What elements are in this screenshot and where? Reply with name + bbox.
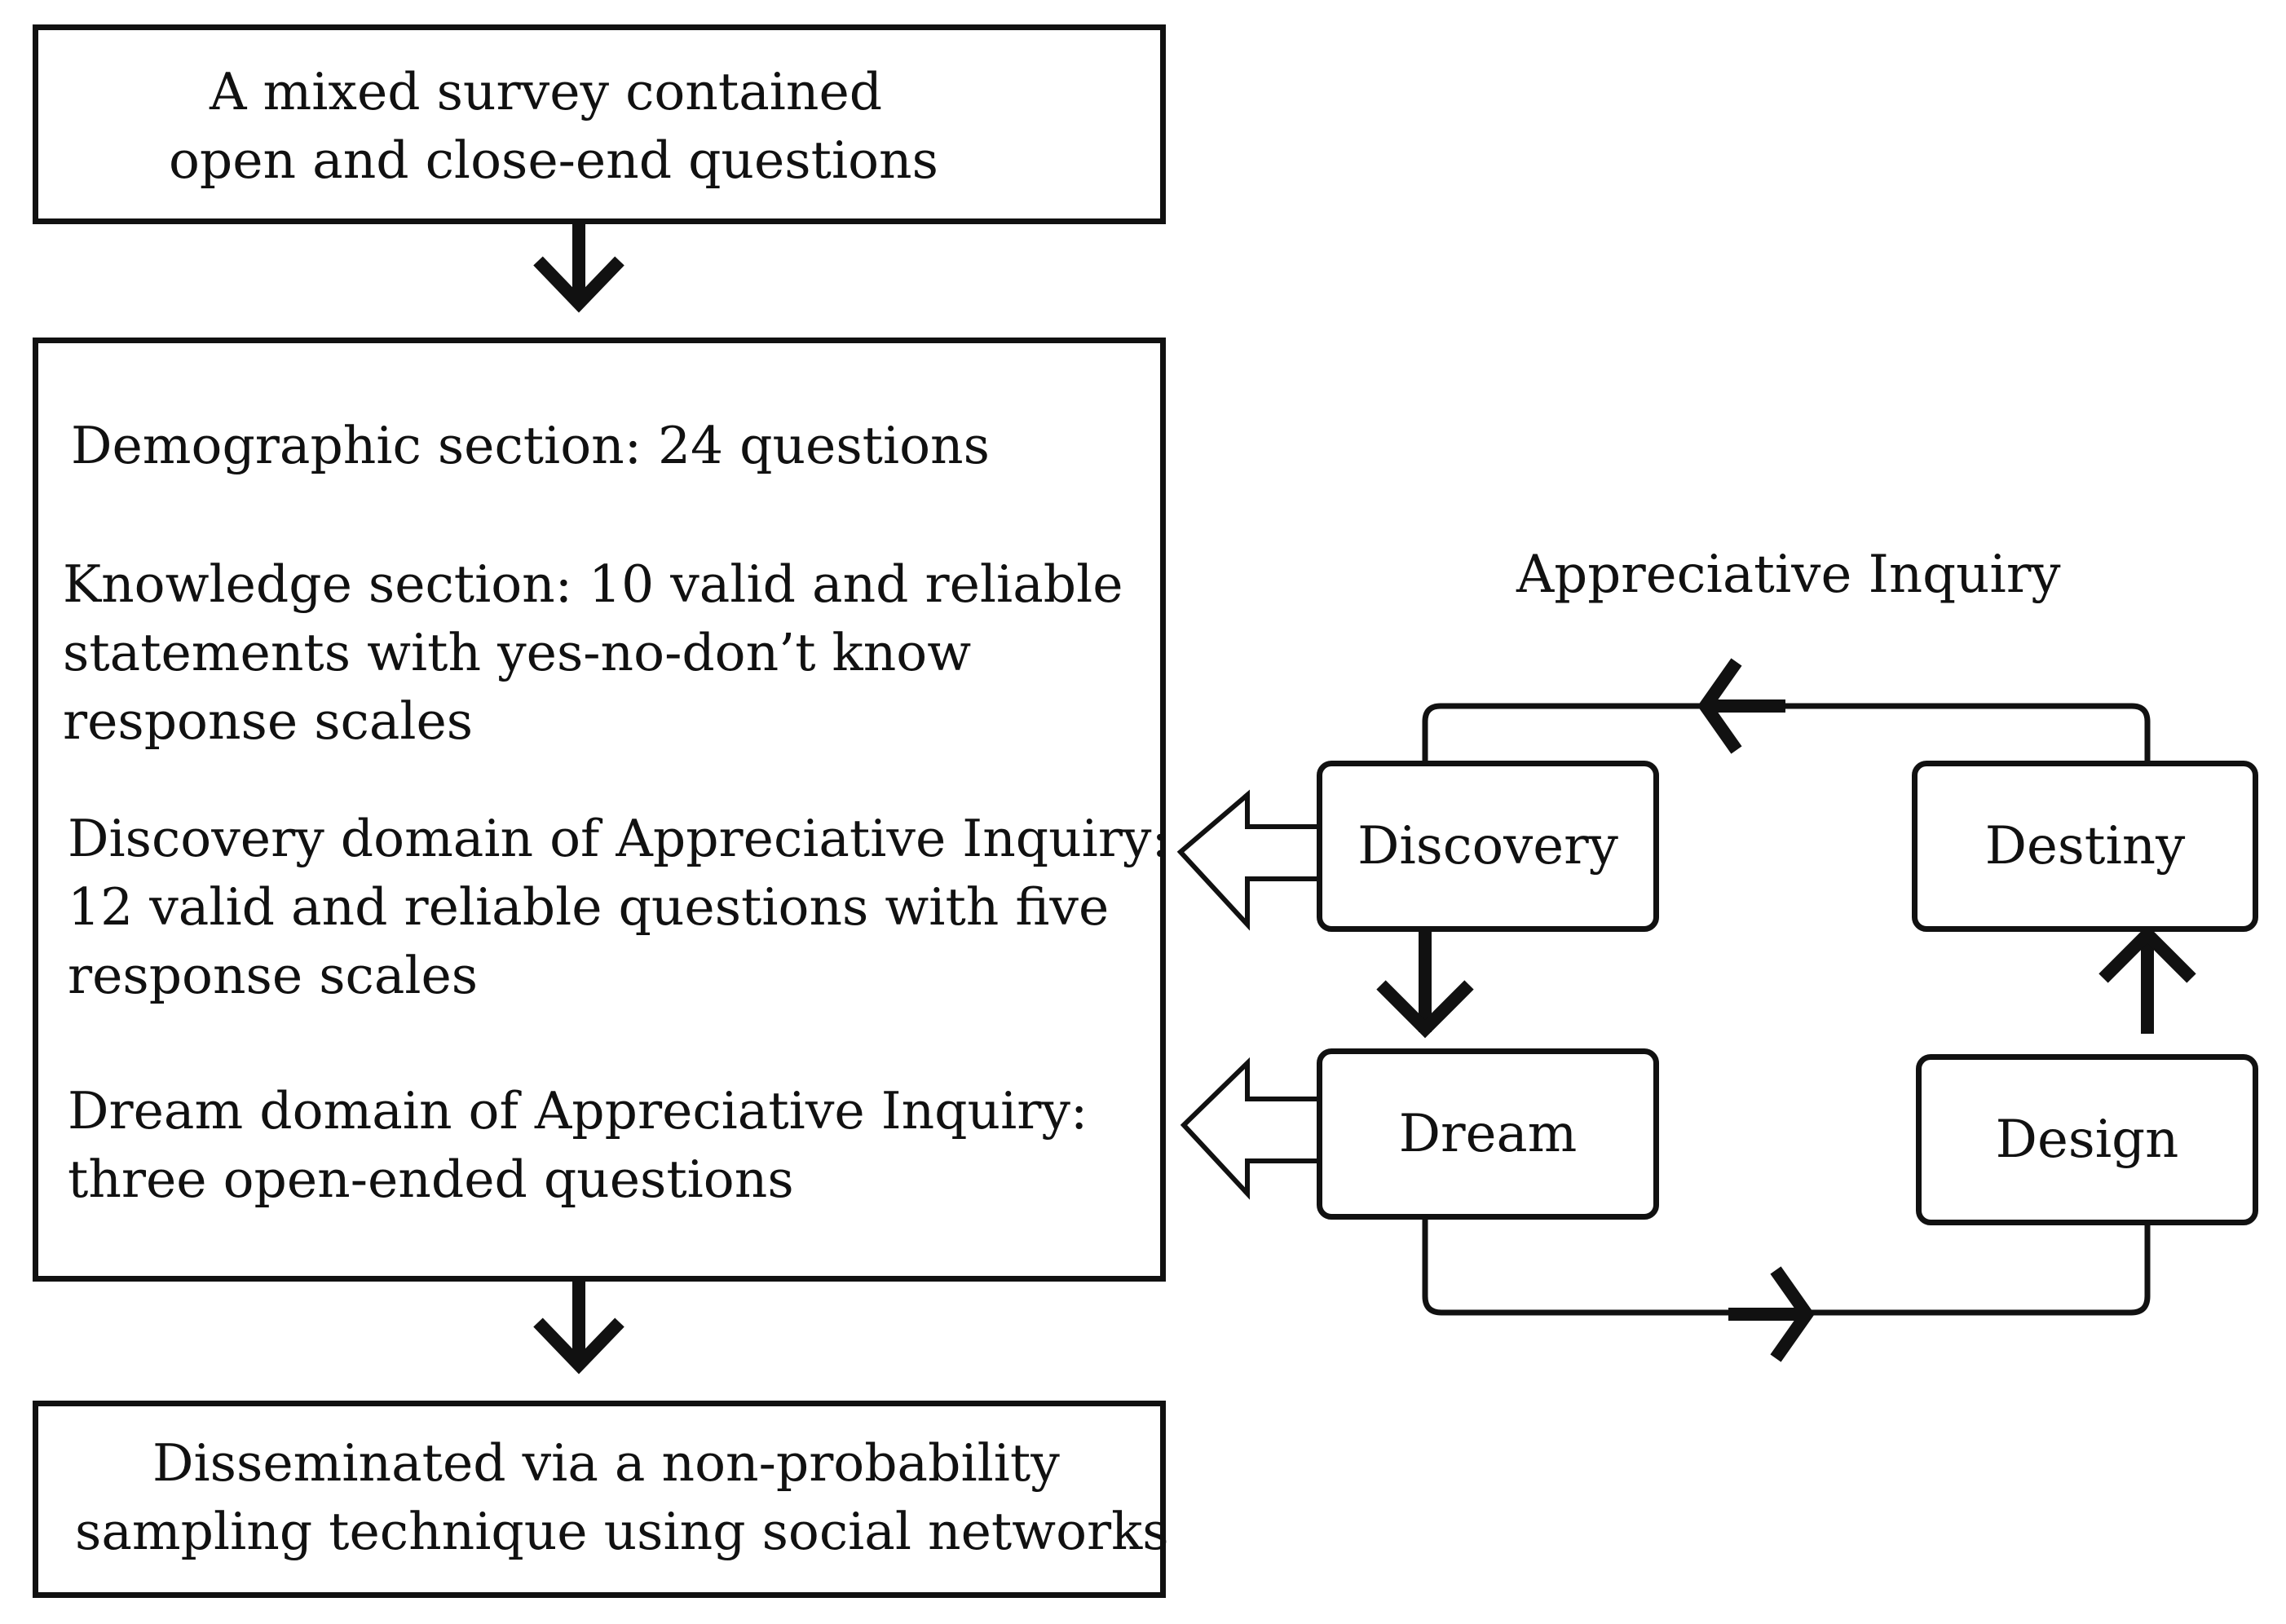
cycle-title: Appreciative Inquiry	[1516, 545, 2061, 605]
discovery-section-line-3: response scales	[68, 946, 479, 1005]
survey-bottom-line-2: sampling technique using social networks	[75, 1502, 1169, 1561]
phase-discovery-box: Discovery	[1317, 761, 1659, 932]
cycle-bottom-arrowhead	[1770, 1266, 1815, 1362]
phase-dream-label: Dream	[1398, 1104, 1578, 1164]
survey-top-box: A mixed survey contained open and close-…	[33, 24, 1166, 224]
phase-dream-box: Dream	[1317, 1048, 1659, 1220]
discovery-section-line-2: 12 valid and reliable questions with fiv…	[68, 877, 1110, 937]
discovery-to-dream-arrowhead	[1376, 980, 1474, 1039]
survey-bottom-line-1: Disseminated via a non-probability	[152, 1433, 1060, 1493]
knowledge-section-line-2: statements with yes-no-don’t know	[63, 623, 972, 682]
phase-design-label: Design	[1995, 1110, 2179, 1170]
phase-destiny-box: Destiny	[1912, 761, 2258, 932]
cycle-bottom-connector	[1422, 1220, 2151, 1316]
discovery-section-line-1: Discovery domain of Appreciative Inquiry…	[68, 809, 1169, 868]
design-to-destiny-arrowhead	[2098, 925, 2196, 983]
arrow-down-1	[533, 256, 624, 313]
dream-section-line-2: three open-ended questions	[68, 1150, 794, 1209]
survey-bottom-box: Disseminated via a non-probability sampl…	[33, 1401, 1169, 1598]
survey-sections-box: Demographic section: 24 questions Knowle…	[33, 338, 1169, 1282]
knowledge-section-line-3: response scales	[63, 691, 474, 751]
arrow-down-2	[533, 1317, 624, 1375]
knowledge-section-line-1: Knowledge section: 10 valid and reliable	[63, 554, 1123, 614]
cycle-top-connector	[1422, 703, 2151, 766]
dream-section-line-1: Dream domain of Appreciative Inquiry:	[68, 1081, 1088, 1141]
discovery-hollow-arrow	[1176, 789, 1317, 931]
phase-destiny-label: Destiny	[1984, 816, 2186, 876]
survey-top-line-2: open and close-end questions	[169, 130, 938, 190]
dream-hollow-arrow	[1180, 1057, 1317, 1200]
survey-top-line-1: A mixed survey contained	[210, 62, 883, 121]
phase-discovery-label: Discovery	[1357, 816, 1618, 876]
demographic-section-line-1: Demographic section: 24 questions	[71, 416, 990, 475]
phase-design-box: Design	[1916, 1054, 2258, 1225]
